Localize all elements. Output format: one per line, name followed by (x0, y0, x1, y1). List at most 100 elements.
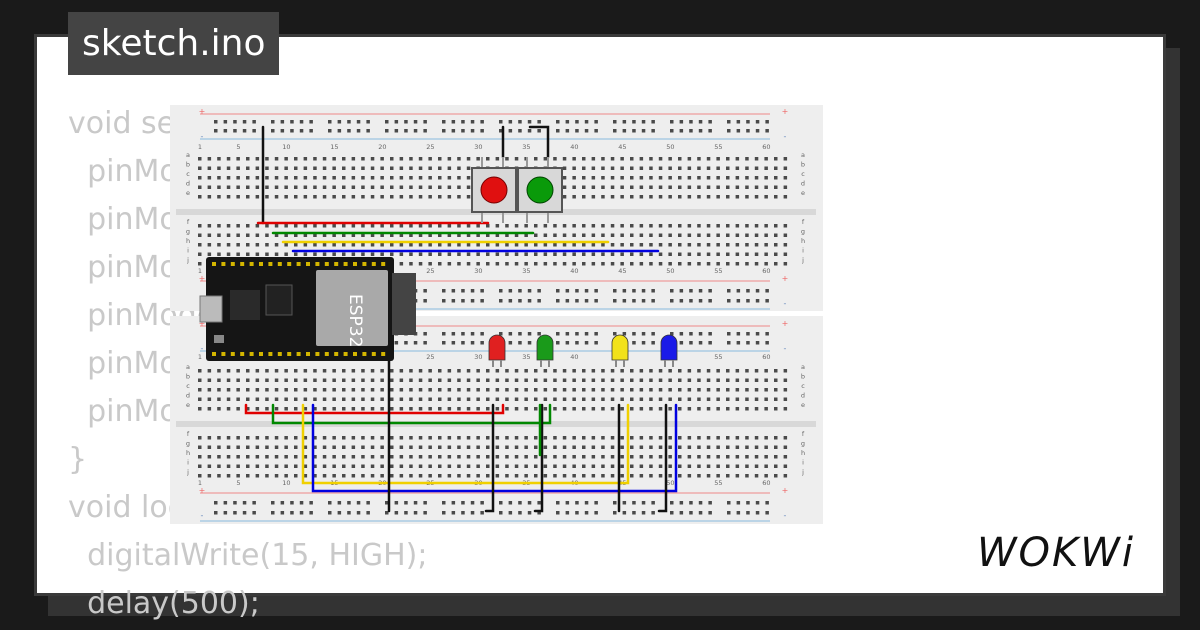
power-rail-hole (499, 120, 503, 124)
terminal-hole (313, 388, 317, 392)
terminal-hole (457, 185, 461, 189)
terminal-hole (390, 176, 394, 180)
terminal-hole (428, 436, 432, 440)
terminal-hole (591, 464, 596, 468)
terminal-hole (495, 157, 500, 161)
terminal-hole (553, 464, 557, 468)
terminal-hole (678, 233, 682, 237)
terminal-hole (553, 388, 557, 392)
power-rail-hole (556, 501, 560, 505)
terminal-hole (610, 185, 615, 189)
terminal-hole (313, 252, 317, 256)
terminal-hole (620, 262, 624, 266)
power-rail-hole (242, 129, 247, 133)
terminal-hole (668, 397, 672, 401)
terminal-hole (476, 397, 480, 401)
column-number: 30 (474, 143, 482, 151)
terminal-hole (610, 436, 615, 440)
pushbutton-red[interactable] (471, 157, 517, 223)
terminal-hole (486, 243, 490, 247)
terminal-hole (601, 157, 605, 161)
terminal-hole (774, 185, 778, 189)
esp32-pins (212, 262, 386, 356)
terminal-hole (572, 233, 576, 237)
row-letter: j (186, 256, 189, 264)
esp32-devkit[interactable]: ESP32 (199, 257, 416, 361)
terminal-hole (380, 195, 384, 199)
power-rail-hole (423, 501, 427, 505)
power-rail-hole (679, 341, 684, 345)
circuit-diagram[interactable]: 1510152025303540455055601510152025303540… (170, 105, 824, 525)
terminal-hole (246, 185, 250, 189)
terminal-hole (476, 233, 480, 237)
terminal-hole (418, 388, 423, 392)
terminal-hole (524, 224, 528, 228)
power-rail-hole (765, 501, 769, 505)
terminal-hole (726, 445, 730, 449)
terminal-hole (390, 233, 394, 237)
terminal-hole (697, 378, 701, 382)
terminal-hole (668, 262, 672, 266)
terminal-hole (274, 195, 279, 199)
terminal-hole (313, 474, 317, 478)
terminal-hole (207, 407, 212, 411)
file-tab-title[interactable]: sketch.ino (68, 12, 280, 75)
terminal-hole (524, 407, 528, 411)
terminal-hole (649, 455, 653, 459)
terminal-hole (639, 166, 644, 170)
terminal-hole (649, 262, 653, 266)
terminal-hole (668, 436, 672, 440)
terminal-hole (764, 157, 768, 161)
terminal-hole (255, 455, 260, 459)
led-1[interactable] (536, 334, 554, 367)
terminal-hole (582, 157, 586, 161)
terminal-hole (620, 445, 624, 449)
terminal-hole (514, 474, 519, 478)
terminal-hole (783, 224, 788, 228)
rail-plus-sign: + (199, 107, 206, 116)
power-rail-hole (565, 129, 570, 133)
esp32-label: ESP32 (345, 294, 365, 347)
power-rail-hole (413, 341, 418, 345)
terminal-hole (514, 445, 519, 449)
terminal-hole (601, 436, 605, 440)
power-rail-hole (356, 120, 361, 124)
terminal-hole (735, 195, 740, 199)
terminal-hole (236, 464, 240, 468)
wokwi-logo: WOKWi (977, 530, 1133, 576)
terminal-hole (572, 252, 576, 256)
row-letter: a (801, 151, 805, 159)
esp32-pin (287, 352, 292, 356)
power-rail-hole (736, 299, 741, 303)
terminal-hole (697, 157, 701, 161)
terminal-hole (543, 436, 548, 440)
terminal-hole (313, 464, 317, 468)
terminal-hole (735, 176, 740, 180)
terminal-hole (370, 397, 375, 401)
terminal-hole (687, 176, 692, 180)
terminal-hole (610, 243, 615, 247)
terminal-hole (745, 436, 749, 440)
esp32-pin (315, 352, 320, 356)
column-number: 1 (198, 479, 202, 487)
terminal-hole (246, 407, 250, 411)
terminal-hole (342, 388, 346, 392)
pushbutton-green[interactable] (517, 157, 563, 223)
terminal-hole (764, 388, 768, 392)
terminal-hole (639, 445, 644, 449)
terminal-hole (303, 176, 308, 180)
terminal-hole (639, 388, 644, 392)
led-0[interactable] (488, 334, 506, 367)
led-2[interactable] (611, 334, 629, 367)
terminal-hole (668, 185, 672, 189)
terminal-hole (495, 445, 500, 449)
led-3[interactable] (660, 334, 678, 367)
power-rail-hole (565, 299, 570, 303)
terminal-hole (697, 445, 701, 449)
terminal-hole (553, 455, 557, 459)
terminal-hole (697, 474, 701, 478)
terminal-hole (764, 378, 768, 382)
terminal-hole (486, 157, 490, 161)
power-rail-hole (746, 341, 750, 345)
terminal-hole (418, 224, 423, 228)
